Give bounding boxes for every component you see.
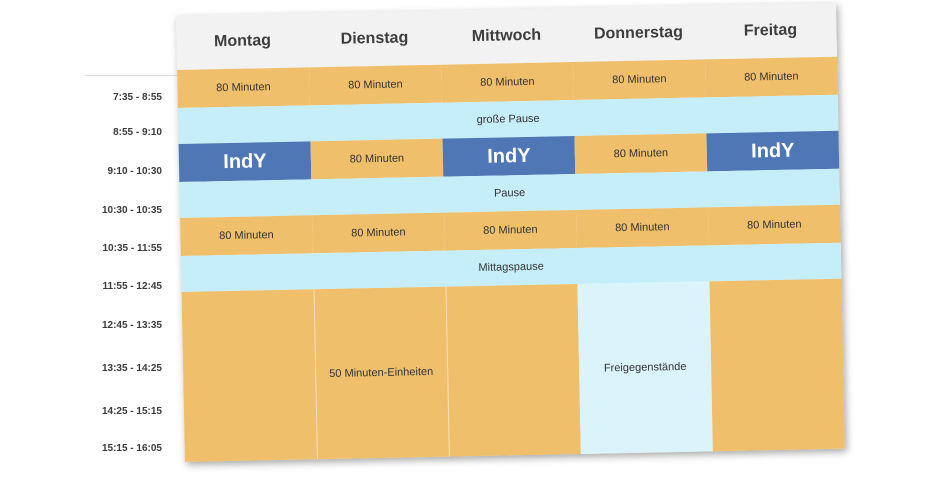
time-label: 10:35 - 11:55 [102, 243, 163, 254]
timetable: Montag Dienstag Mittwoch Donnerstag Frei… [176, 2, 845, 462]
indy-cell: IndY [442, 136, 576, 177]
time-label: 11:55 - 12:45 [102, 281, 163, 292]
time-label: 12:45 - 13:35 [101, 320, 162, 331]
time-label: 8:55 - 9:10 [113, 127, 162, 138]
elective-cell: Freigegenstände [577, 281, 713, 454]
column-divider [445, 286, 450, 457]
indy-cell: IndY [178, 141, 312, 182]
time-label: 10:30 - 10:35 [101, 205, 162, 216]
day-header-monday: Montag [213, 32, 272, 51]
lesson-cell: 80 Minuten [312, 212, 445, 254]
day-header-wednesday: Mittwoch [471, 26, 542, 46]
day-header-thursday: Donnerstag [593, 23, 684, 43]
timetable-card: Montag Dienstag Mittwoch Donnerstag Frei… [176, 2, 845, 462]
day-header-tuesday: Dienstag [340, 29, 409, 48]
lesson-cell: 80 Minuten [704, 56, 838, 98]
afternoon-row: 50 Minuten-Einheiten Freigegenstände [181, 278, 845, 462]
day-header-friday: Freitag [743, 21, 798, 40]
time-label: 9:10 - 10:30 [107, 166, 162, 177]
lesson-cell: 80 Minuten [707, 204, 841, 246]
friday-afternoon-cell [709, 278, 845, 452]
lesson-cell: 80 Minuten [441, 62, 574, 103]
afternoon-units-cell: 50 Minuten-Einheiten [181, 283, 581, 462]
lesson-cell: 80 Minuten [573, 59, 706, 101]
afternoon-units-label: 50 Minuten-Einheiten [329, 365, 434, 380]
lesson-cell: 80 Minuten [574, 133, 708, 175]
lesson-cell: 80 Minuten [444, 210, 577, 251]
indy-cell: IndY [706, 130, 840, 172]
lesson-cell: 80 Minuten [180, 215, 313, 256]
time-label: 13:35 - 14:25 [101, 363, 162, 374]
time-label: 14:25 - 15:15 [101, 406, 162, 417]
time-divider [85, 75, 180, 76]
lesson-cell: 80 Minuten [177, 67, 310, 108]
time-label: 15:15 - 16:05 [101, 443, 162, 454]
time-column: 7:35 - 8:55 8:55 - 9:10 9:10 - 10:30 10:… [0, 0, 180, 485]
time-label: 7:35 - 8:55 [113, 92, 162, 103]
column-divider [313, 289, 318, 460]
lesson-cell: 80 Minuten [309, 64, 442, 106]
lesson-cell: 80 Minuten [575, 207, 709, 249]
lesson-cell: 80 Minuten [310, 138, 444, 180]
